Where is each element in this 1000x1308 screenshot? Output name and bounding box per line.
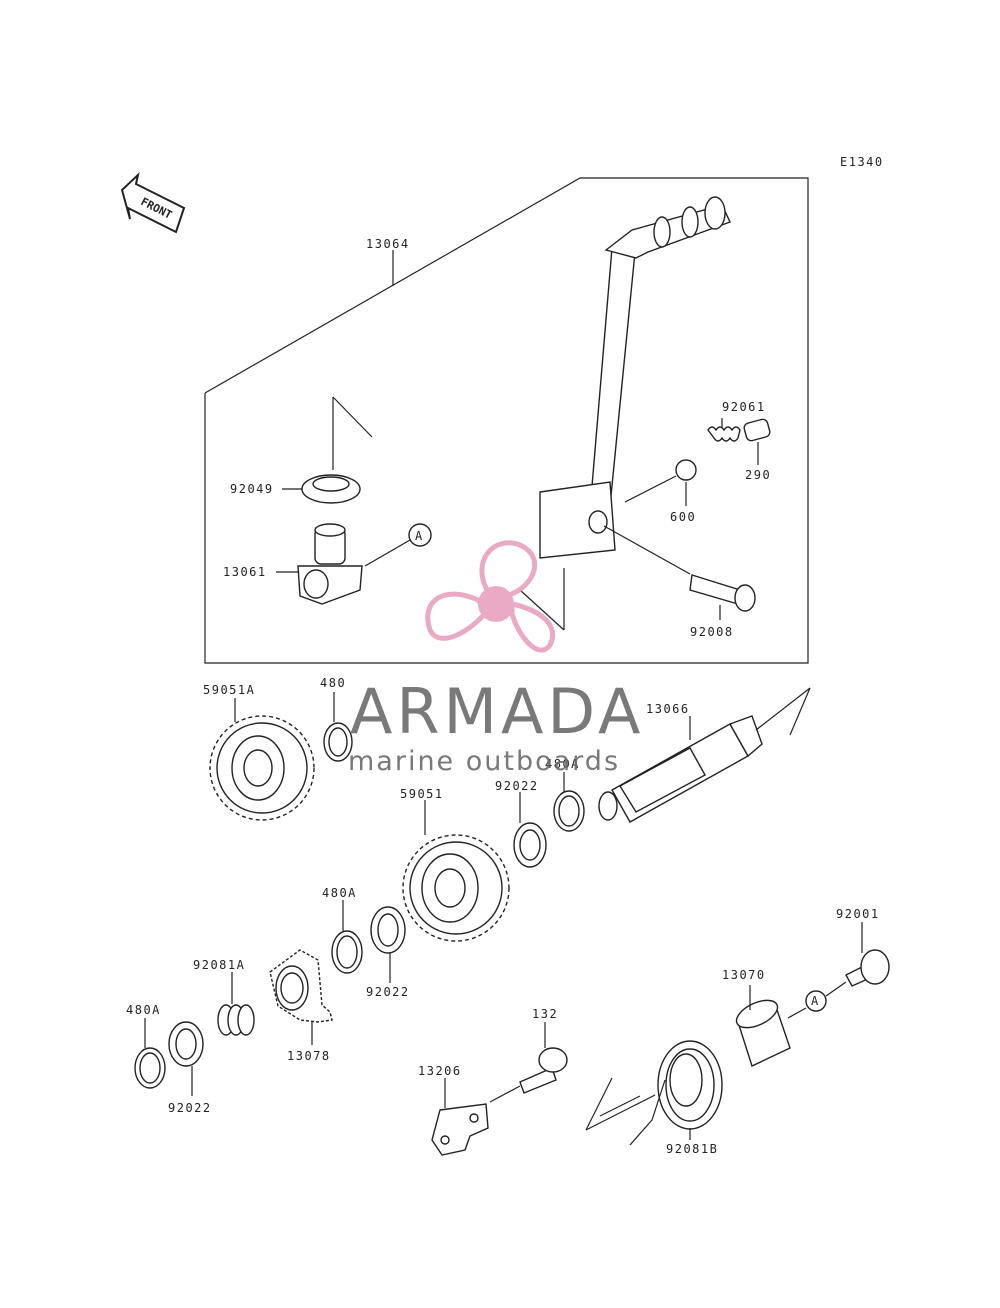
ref-circle-a-top: [408, 523, 432, 547]
label-13206: 13206: [418, 1064, 462, 1078]
label-13061: 13061: [223, 565, 267, 579]
plate-13206: [431, 1078, 489, 1156]
circlip-480a-mid: [331, 900, 363, 974]
ratchet-13078: [269, 949, 333, 1045]
washer-92022-mid: [370, 906, 406, 983]
label-480a-mid: 480A: [322, 886, 357, 900]
pedal-assembly-box: [204, 177, 809, 664]
label-13070: 13070: [722, 968, 766, 982]
watermark-title: ARMADA: [350, 675, 644, 748]
boss-13061: [276, 523, 565, 631]
label-92001: 92001: [836, 907, 880, 921]
label-59051: 59051: [400, 787, 444, 801]
label-480a-left: 480A: [126, 1003, 161, 1017]
ref-circle-a-bottom: [805, 990, 827, 1012]
label-13064: 13064: [366, 237, 410, 251]
shaft-13066: [598, 687, 811, 823]
label-13078: 13078: [287, 1049, 331, 1063]
label-92022-left: 92022: [168, 1101, 212, 1115]
ref-a-bottom: A: [811, 994, 820, 1008]
label-92022-top: 92022: [495, 779, 539, 793]
label-480a-top: 480A: [545, 757, 580, 771]
circlip-480a-top: [553, 772, 585, 832]
bolt-132: [489, 1022, 568, 1103]
propeller-logo-icon: [425, 540, 555, 653]
label-92008: 92008: [690, 625, 734, 639]
label-13066: 13066: [646, 702, 690, 716]
gear-59051: [402, 800, 510, 942]
spring-92061: [707, 418, 741, 442]
circlip-480: [323, 692, 353, 762]
gear-59051a: [209, 698, 315, 821]
label-92022-mid: 92022: [366, 985, 410, 999]
label-480: 480: [320, 676, 346, 690]
spring-92081a: [217, 972, 255, 1036]
label-600: 600: [670, 510, 696, 524]
washer-92049: [282, 396, 373, 504]
washer-92022-top: [513, 792, 547, 868]
ref-a-top: A: [415, 529, 424, 543]
label-92081a: 92081A: [193, 958, 245, 972]
armada-watermark: ARMADA marine outboards: [348, 540, 644, 777]
label-59051a: 59051A: [203, 683, 255, 697]
collar-13070: [735, 985, 791, 1067]
kick-pedal: [539, 196, 731, 559]
label-290: 290: [745, 468, 771, 482]
spring-92081b: [585, 1040, 723, 1146]
label-92049: 92049: [230, 482, 274, 496]
label-92081b: 92081B: [666, 1142, 718, 1156]
watermark-subtitle: marine outboards: [348, 746, 620, 777]
front-arrow-icon: FRONT: [120, 172, 186, 234]
label-92061: 92061: [722, 400, 766, 414]
washer-92022-left: [168, 1021, 204, 1096]
plug-290: [743, 418, 771, 465]
diagram-code: E1340: [840, 155, 884, 169]
bolt-92001: [845, 922, 890, 987]
bolt-92008: [603, 525, 756, 620]
ball-600: [675, 459, 697, 481]
circlip-480a-left: [134, 1018, 166, 1089]
label-132: 132: [532, 1007, 558, 1021]
